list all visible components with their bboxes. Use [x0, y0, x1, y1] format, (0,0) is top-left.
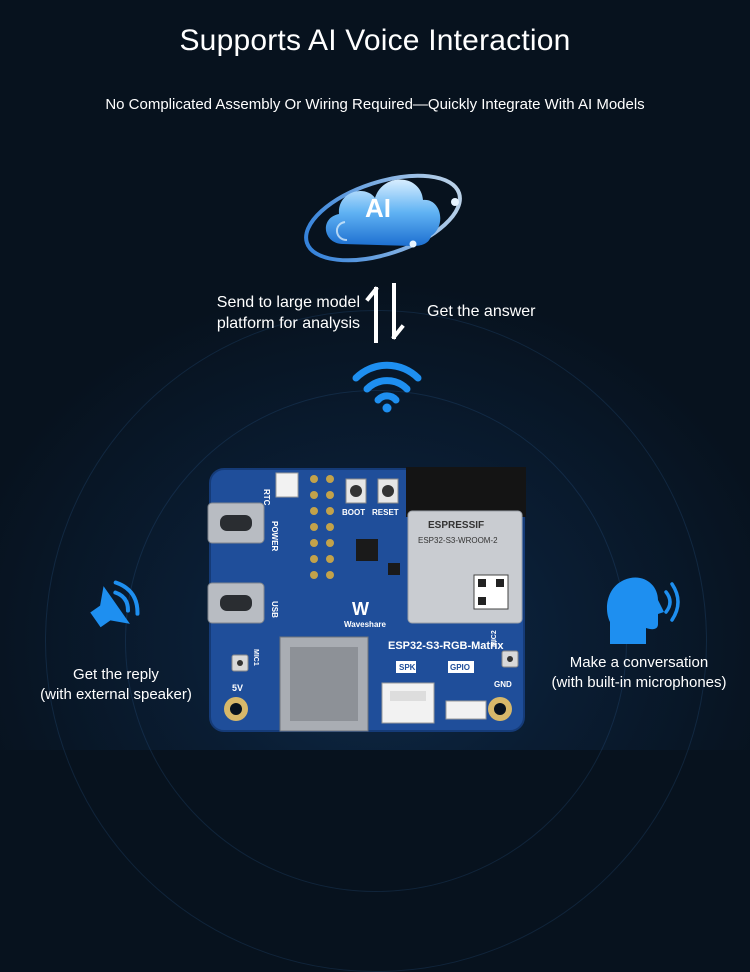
esp32-board: ESPRESSIF ESP32-S3-WROOM-2 RTC BOOT RESE	[206, 465, 528, 737]
power-label: POWER	[270, 521, 279, 551]
send-line-1: Send to large model	[216, 294, 360, 311]
send-line-2: platform for analysis	[216, 315, 360, 332]
module-name: ESP32-S3-WROOM-2	[418, 536, 498, 545]
page-title: Supports AI Voice Interaction	[179, 24, 571, 57]
brand-label: Waveshare	[344, 620, 387, 629]
speaker-caption: Get the reply (with external speaker)	[16, 665, 216, 705]
mic2-label: MIC2	[491, 630, 498, 647]
wifi-icon	[352, 358, 422, 414]
page-subtitle: No Complicated Assembly Or Wiring Requir…	[105, 96, 645, 113]
5v-label: 5V	[232, 683, 243, 693]
microphone-caption: Make a conversation (with built-in micro…	[528, 653, 750, 693]
up-down-arrows-icon	[364, 283, 408, 343]
speaker-caption-line-1: Get the reply	[73, 666, 159, 683]
rtc-label: RTC	[262, 489, 271, 506]
send-description: Send to large model platform for analysi…	[160, 292, 360, 334]
mic1-label: MIC1	[252, 649, 259, 666]
spk-label: SPK	[399, 663, 416, 672]
microphone-caption-line-1: Make a conversation	[569, 654, 709, 671]
ai-cloud-icon	[295, 148, 475, 276]
reset-label: RESET	[372, 508, 399, 517]
speaker-caption-line-2: (with external speaker)	[40, 686, 192, 703]
gnd-label: GND	[494, 680, 512, 689]
speaking-person-icon	[602, 570, 684, 646]
usb-label: USB	[270, 601, 279, 618]
boot-label: BOOT	[342, 508, 365, 517]
speaker-icon	[72, 570, 150, 648]
ai-label: AI	[365, 193, 391, 223]
module-brand: ESPRESSIF	[428, 520, 484, 531]
board-name: ESP32-S3-RGB-Matrix	[388, 640, 504, 652]
receive-description: Get the answer	[427, 303, 536, 320]
microphone-caption-line-2: (with built-in microphones)	[551, 674, 727, 691]
gpio-label: GPIO	[450, 663, 470, 672]
waveshare-logo: W	[352, 599, 369, 619]
